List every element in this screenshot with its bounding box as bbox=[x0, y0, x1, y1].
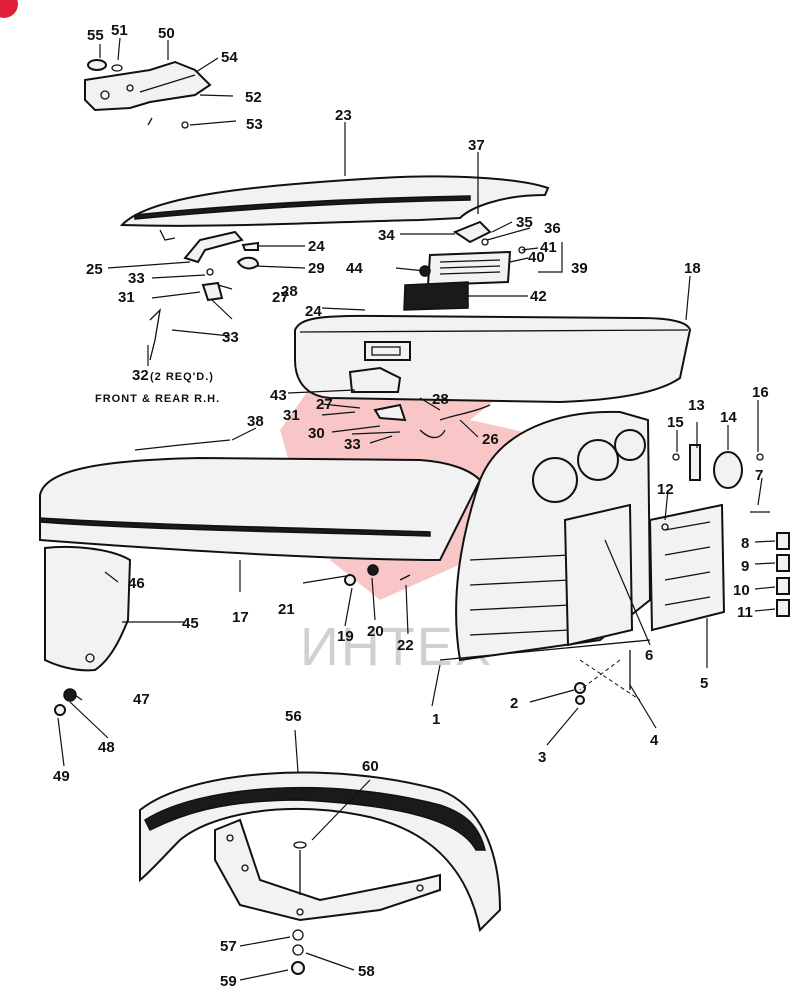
callout-14: 14 bbox=[720, 409, 737, 426]
corner-badge bbox=[0, 0, 18, 18]
callout-12: 12 bbox=[657, 481, 674, 498]
callout-15: 15 bbox=[667, 414, 684, 431]
callout-26: 26 bbox=[482, 431, 499, 448]
callout-18: 18 bbox=[684, 260, 701, 277]
callout-2: 2 bbox=[510, 695, 518, 712]
callout-22: 22 bbox=[397, 637, 414, 654]
callout-57: 57 bbox=[220, 938, 237, 955]
callout-16: 16 bbox=[752, 384, 769, 401]
callout-54: 54 bbox=[221, 49, 238, 66]
callout-50: 50 bbox=[158, 25, 175, 42]
callout-4: 4 bbox=[650, 732, 659, 749]
callout-51: 51 bbox=[111, 22, 128, 39]
part-dash-18 bbox=[294, 314, 692, 404]
callout-30: 30 bbox=[308, 425, 325, 442]
callout-46: 46 bbox=[128, 575, 145, 592]
callout-39: 39 bbox=[571, 260, 588, 277]
callout-47: 47 bbox=[133, 691, 150, 708]
part-fender-56 bbox=[139, 771, 502, 975]
callout-25: 25 bbox=[86, 261, 103, 278]
callout-28b: 28 bbox=[432, 391, 449, 408]
callout-36: 36 bbox=[544, 220, 561, 237]
letter-badges bbox=[776, 532, 790, 617]
callout-23: 23 bbox=[335, 107, 352, 124]
callout-34: 34 bbox=[378, 227, 395, 244]
callout-1: 1 bbox=[432, 711, 440, 728]
callout-45: 45 bbox=[182, 615, 199, 632]
fasteners bbox=[344, 453, 764, 705]
note-text: (2 REQ'D.) FRONT & REAR R.H. bbox=[95, 371, 220, 405]
part-vent-39 bbox=[403, 246, 526, 311]
callout-9: 9 bbox=[741, 558, 749, 575]
callout-44: 44 bbox=[346, 260, 363, 277]
part-hood-23 bbox=[119, 175, 550, 241]
callout-43: 43 bbox=[270, 387, 287, 404]
callout-42: 42 bbox=[530, 288, 547, 305]
part-latch-34 bbox=[452, 198, 492, 246]
part-hinge-25 bbox=[183, 230, 260, 302]
callout-52: 52 bbox=[245, 89, 262, 106]
note-front-rear: FRONT & REAR R.H. bbox=[95, 393, 220, 405]
part-panel-17 bbox=[39, 456, 482, 562]
leader-lines bbox=[57, 37, 776, 981]
callout-27b: 27 bbox=[316, 396, 333, 413]
callout-58: 58 bbox=[358, 963, 375, 980]
callout-29: 29 bbox=[308, 260, 325, 277]
callout-53: 53 bbox=[246, 116, 263, 133]
callout-8: 8 bbox=[741, 535, 749, 552]
callout-10: 10 bbox=[733, 582, 750, 599]
callout-24a: 24 bbox=[308, 238, 325, 255]
callout-27a: 27 bbox=[272, 289, 289, 306]
part-bracket-26 bbox=[134, 308, 491, 451]
callout-20: 20 bbox=[367, 623, 384, 640]
callout-41: 41 bbox=[540, 239, 557, 256]
part-grille-1 bbox=[439, 410, 652, 662]
callout-32: 32 bbox=[132, 367, 149, 384]
callout-3: 3 bbox=[538, 749, 546, 766]
callout-31b: 31 bbox=[283, 407, 300, 424]
callout-60: 60 bbox=[362, 758, 379, 775]
callout-31a: 31 bbox=[118, 289, 135, 306]
part-plate-5 bbox=[648, 444, 770, 632]
callout-40: 40 bbox=[528, 249, 545, 266]
callout-38: 38 bbox=[247, 413, 264, 430]
callout-21: 21 bbox=[278, 601, 295, 618]
callout-6: 6 bbox=[645, 647, 653, 664]
callout-56: 56 bbox=[285, 708, 302, 725]
callout-55: 55 bbox=[87, 27, 104, 44]
callout-59: 59 bbox=[220, 973, 237, 990]
callout-33c: 33 bbox=[344, 436, 361, 453]
part-bracket-50 bbox=[84, 59, 212, 129]
note-req: (2 REQ'D.) bbox=[150, 371, 214, 383]
callout-17: 17 bbox=[232, 609, 249, 626]
callout-33a: 33 bbox=[128, 270, 145, 287]
callout-5: 5 bbox=[700, 675, 708, 692]
callout-28a: 28 bbox=[281, 283, 298, 300]
callout-24b: 24 bbox=[305, 303, 322, 320]
callout-37: 37 bbox=[468, 137, 485, 154]
callout-labels: 1 2 3 4 5 6 7 8 9 10 11 12 13 14 15 16 1… bbox=[53, 22, 769, 990]
callout-48: 48 bbox=[98, 739, 115, 756]
part-apron-45 bbox=[44, 545, 132, 716]
callout-13: 13 bbox=[688, 397, 705, 414]
callout-11: 11 bbox=[737, 604, 753, 621]
callout-19: 19 bbox=[337, 628, 354, 645]
callout-33b: 33 bbox=[222, 329, 239, 346]
callout-35: 35 bbox=[516, 214, 533, 231]
callout-7: 7 bbox=[755, 467, 763, 484]
callout-49: 49 bbox=[53, 768, 70, 785]
